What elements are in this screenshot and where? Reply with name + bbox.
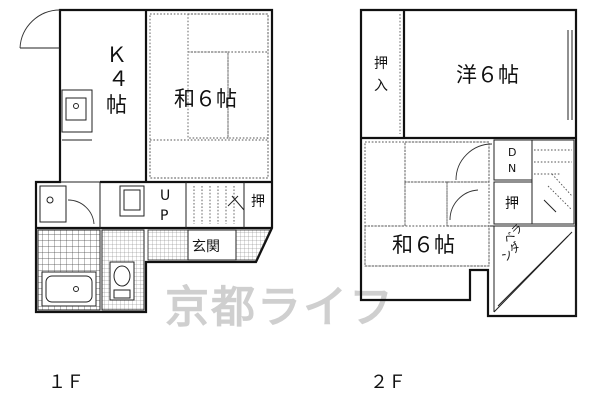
floor-1-plan [19,8,274,314]
youshitsu-label: 洋６帖 [456,63,519,87]
genkan-label: 玄関 [192,238,220,255]
oshiire-1f-label: 押 [251,194,265,210]
stair-down-n: N [508,162,516,175]
stair-up-u: U [160,188,170,204]
washitsu-1f-label: 和６帖 [174,87,237,111]
stair-steps-1f [193,186,245,224]
veranda-label-2: ンダ [498,239,523,264]
kitchen-size-label: ４ [108,67,129,91]
washitsu-2f-label: 和６帖 [392,233,455,257]
stair-steps-2f [534,149,573,213]
oshiire-top-label-2: 入 [374,78,388,94]
oshiire-top-label-1: 押 [374,56,388,72]
oshiire-small-label: 押 [505,196,519,212]
stair-down-d: D [508,146,516,159]
floor-2-plan [359,8,578,318]
kitchen-k-label: Ｋ [106,43,127,67]
stair-up-p: P [160,208,168,224]
watermark: 京都ライフ [165,282,395,333]
kitchen-unit-label: 帖 [106,93,127,117]
floor-2-label: ２Ｆ [370,372,406,393]
floor-1-label: １Ｆ [48,372,84,393]
